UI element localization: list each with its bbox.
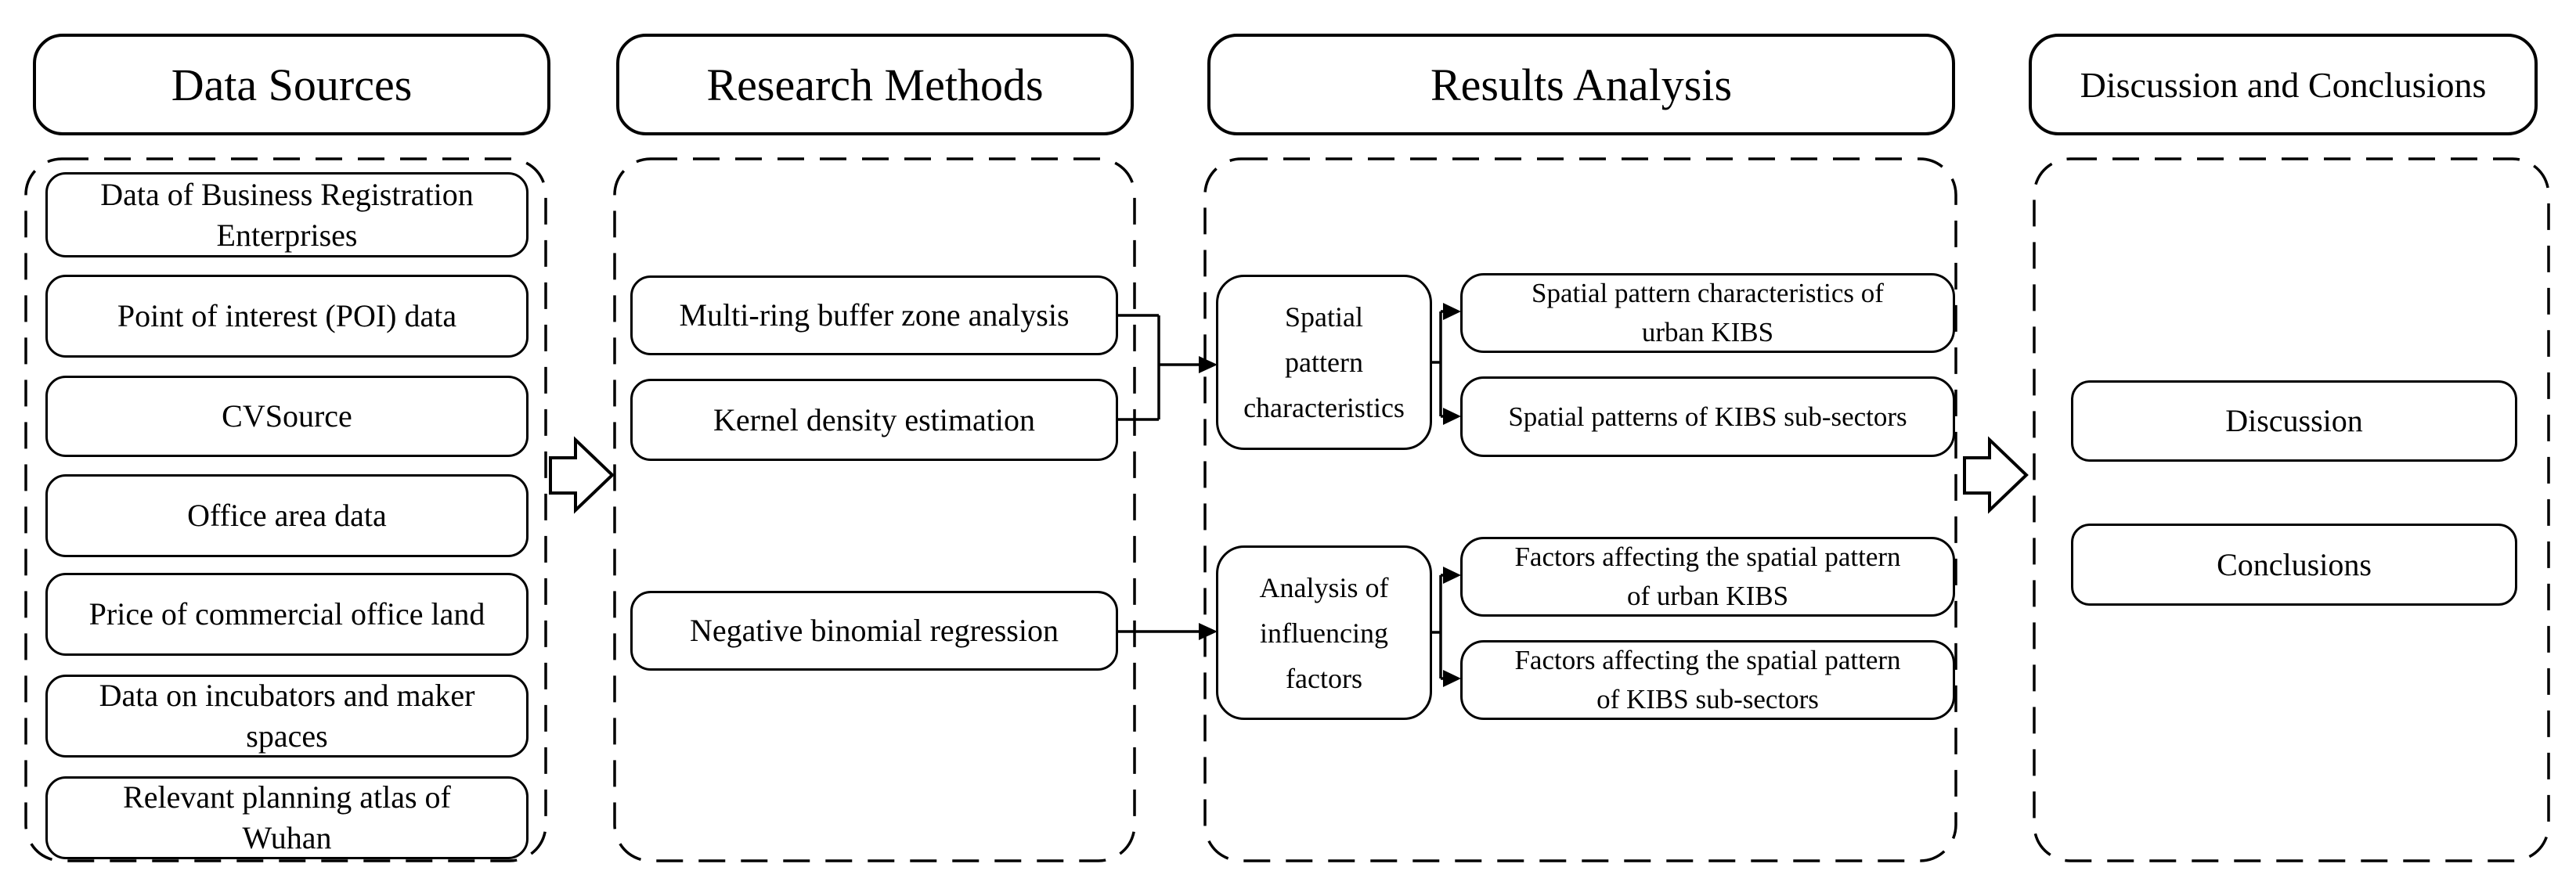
node-spatial-pattern-urban-kibs: Spatial pattern characteristics of urban… (1460, 273, 1955, 353)
node-conclusions: Conclusions (2071, 524, 2517, 606)
item-poi-data: Point of interest (POI) data (45, 275, 529, 358)
data-sources-panel (23, 157, 548, 863)
item-incubators-maker-spaces: Data on incubators and maker spaces (45, 675, 529, 758)
dashed-border (24, 157, 547, 862)
discussion-conclusions-header: Discussion and Conclusions (2029, 34, 2538, 135)
item-office-area-data: Office area data (45, 474, 529, 557)
node-factors-subsectors: Factors affecting the spatial pattern of… (1460, 640, 1955, 720)
method-kernel-density: Kernel density estimation (630, 379, 1118, 461)
dashed-border (1203, 157, 1957, 862)
discussion-conclusions-panel (2032, 157, 2551, 863)
method-multi-ring-buffer: Multi-ring buffer zone analysis (630, 275, 1118, 355)
flow-arrow-data-to-methods (549, 436, 615, 514)
item-cvsource: CVSource (45, 376, 529, 457)
node-factors-urban-kibs: Factors affecting the spatial pattern of… (1460, 537, 1955, 617)
item-business-registration-data: Data of Business Registration Enterprise… (45, 172, 529, 257)
data-sources-header: Data Sources (33, 34, 550, 135)
results-analysis-header: Results Analysis (1207, 34, 1955, 135)
method-negative-binomial: Negative binomial regression (630, 591, 1118, 671)
node-discussion: Discussion (2071, 380, 2517, 462)
research-methods-panel (612, 157, 1137, 863)
node-spatial-patterns-subsectors: Spatial patterns of KIBS sub-sectors (1460, 376, 1955, 457)
item-wuhan-planning-atlas: Relevant planning atlas of Wuhan (45, 776, 529, 859)
results-analysis-panel (1203, 157, 1958, 863)
flow-arrow-results-to-discussion (1963, 436, 2029, 514)
dashed-border (613, 157, 1136, 862)
dashed-border (2033, 157, 2550, 862)
node-analysis-influencing-factors: Analysis of influencing factors (1216, 545, 1432, 720)
item-office-land-price: Price of commercial office land (45, 573, 529, 656)
node-spatial-pattern-characteristics: Spatial pattern characteristics (1216, 275, 1432, 450)
research-methods-header: Research Methods (616, 34, 1134, 135)
